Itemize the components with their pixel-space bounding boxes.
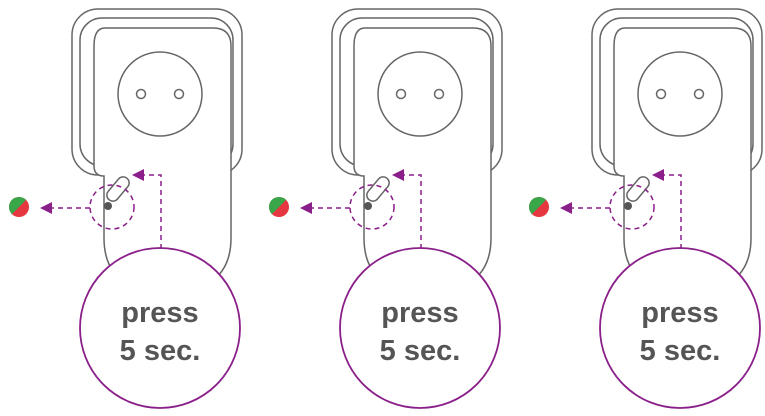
pinhole-highlight-circle — [609, 184, 655, 230]
outlet-icon — [117, 51, 203, 137]
press-label-line1: press — [121, 297, 199, 329]
press-callout-circle — [599, 247, 761, 409]
reset-pinhole — [104, 202, 112, 210]
press-label-line2: 5 sec. — [379, 335, 461, 367]
press-callout-circle — [79, 247, 241, 409]
step-panel-1: press 5 sec. — [0, 0, 255, 416]
press-label-line2: 5 sec. — [119, 335, 201, 367]
press-indicator-line — [141, 174, 162, 258]
press-arrow-head — [132, 169, 144, 181]
outlet-pin-left — [395, 88, 407, 100]
adapter-illustration — [268, 8, 503, 409]
adapter-illustration — [8, 8, 243, 409]
press-label-line1: press — [381, 297, 459, 329]
step-panel-3: press 5 sec. — [520, 0, 765, 416]
press-label-line2: 5 sec. — [639, 335, 721, 367]
press-instruction-label: press 5 sec. — [605, 294, 755, 370]
press-instruction-label: press 5 sec. — [85, 294, 235, 370]
outlet-pin-right — [173, 88, 185, 100]
led-arrow-head — [40, 202, 52, 214]
reset-pinhole — [364, 202, 372, 210]
step-panel-2: press 5 sec. — [260, 0, 515, 416]
outlet-pin-left — [135, 88, 147, 100]
press-arrow-head — [652, 169, 664, 181]
outlet-icon — [637, 51, 723, 137]
press-label-line1: press — [641, 297, 719, 329]
led-status-icon — [528, 196, 549, 217]
button-icon — [366, 176, 390, 202]
outlet-pin-left — [655, 88, 667, 100]
press-indicator-line — [661, 174, 682, 258]
adapter-illustration — [528, 8, 763, 409]
button-icon — [626, 176, 650, 202]
outlet-pin-right — [433, 88, 445, 100]
led-status-icon — [268, 196, 289, 217]
pinhole-highlight-circle — [349, 184, 395, 230]
pinhole-highlight-circle — [89, 184, 135, 230]
led-status-icon — [8, 196, 29, 217]
press-arrow-head — [392, 169, 404, 181]
press-indicator-line — [401, 174, 422, 258]
outlet-pin-right — [693, 88, 705, 100]
led-arrow-head — [560, 202, 572, 214]
press-callout-circle — [339, 247, 501, 409]
reset-pinhole — [624, 202, 632, 210]
outlet-icon — [377, 51, 463, 137]
press-instruction-label: press 5 sec. — [345, 294, 495, 370]
button-icon — [106, 176, 130, 202]
led-arrow-head — [300, 202, 312, 214]
